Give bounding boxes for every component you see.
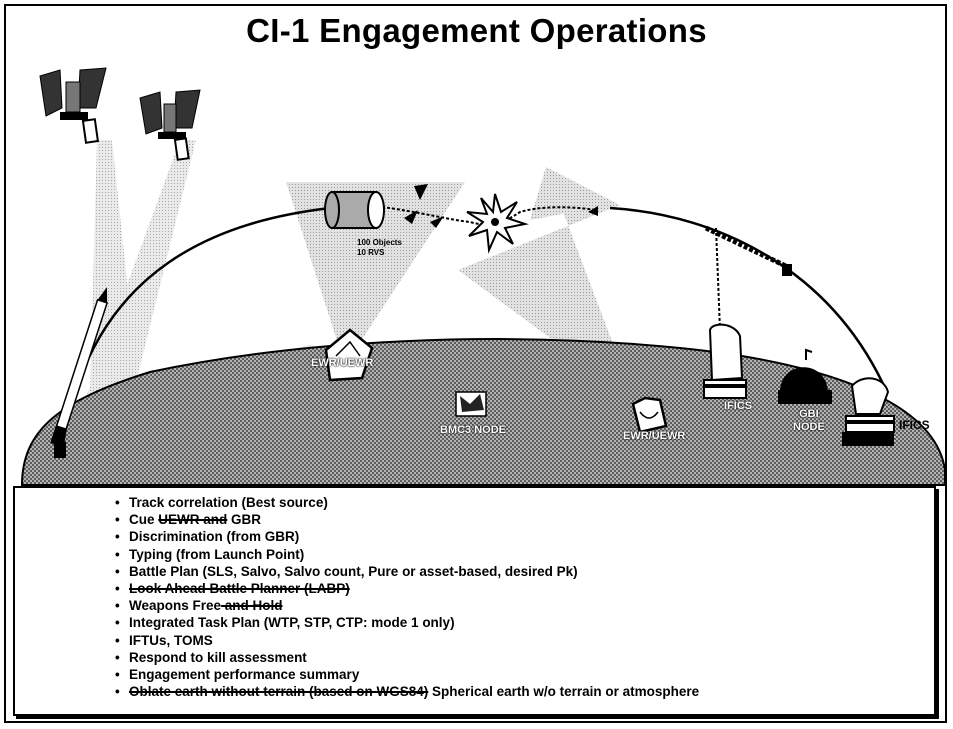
capability-text-prefix: Integrated Task Plan (WTP, STP, CTP: mod… (129, 615, 455, 631)
capability-item: • Weapons Free and Hold (115, 597, 699, 614)
ewr-left-label: EWR/UEWR (311, 357, 374, 369)
capability-item: • Discrimination (from GBR) (115, 528, 699, 545)
gbi-label-line1: GBI (799, 408, 819, 420)
capability-item: • Engagement performance summary (115, 666, 699, 683)
bmc3-node-icon (455, 391, 487, 417)
capability-text-prefix: Weapons Free (129, 598, 222, 614)
satellite-beam-right (65, 140, 196, 455)
capability-text-prefix: Track correlation (Best source) (129, 495, 328, 510)
capability-text-prefix: Respond to kill assessment (129, 649, 307, 665)
bullet-icon: • (115, 666, 120, 682)
threat-cloud-icon (324, 191, 385, 229)
bullet-icon: • (115, 546, 120, 562)
capability-item: • Battle Plan (SLS, Salvo, Salvo count, P… (115, 563, 699, 580)
bullet-icon: • (115, 563, 120, 579)
bullet-icon: • (115, 684, 120, 700)
interceptor-missile-icon (50, 287, 109, 447)
capabilities-list: • Track correlation (Best source) • Cue UEW… (115, 494, 699, 700)
capability-text-struck: and Hold (221, 598, 283, 614)
bmc3-node-label: BMC3 NODE (440, 424, 507, 436)
slide-frame (4, 4, 947, 723)
ewr-radar-right-icon (631, 396, 668, 434)
capability-text-struck: Look Ahead Battle Planner (LABP) (129, 580, 350, 596)
capabilities-box: • Track correlation (Best source) • Cue UEW… (13, 486, 936, 716)
ifics-label: IFICS (899, 418, 930, 432)
launcher-pad-icon (54, 442, 66, 458)
ifics-dish-icon (842, 377, 895, 446)
ifics-top-label: IFICS (724, 400, 753, 412)
bullet-icon: • (115, 649, 120, 665)
bullet-icon: • (115, 495, 120, 510)
capability-text-prefix: Battle Plan (SLS, Salvo, Salvo count, Pu… (129, 563, 578, 579)
intercept-track (381, 206, 596, 226)
ground-radar-dome-icon (778, 348, 832, 404)
capability-item: • Cue UEWR and GBR (115, 511, 699, 528)
reentry-vehicle-icons (404, 184, 598, 228)
capability-text-struck: Oblate earth without terrain (based on W… (129, 684, 429, 700)
bullet-icon: • (115, 529, 120, 545)
capability-item: • Respond to kill assessment (115, 649, 699, 666)
satellite-icon (39, 67, 107, 144)
capability-text-prefix: Engagement performance summary (129, 666, 360, 682)
objects-count-label: 100 Objects (357, 238, 402, 247)
rv-count-label: 10 RVS (357, 248, 385, 257)
objects-label: 100 Objects 10 RVS (357, 238, 402, 258)
capability-text-struck: UEWR and (158, 512, 228, 528)
bullet-icon: • (115, 598, 120, 614)
slide-title: CI-1 Engagement Operations (246, 12, 707, 49)
ewr-radar-left-icon (324, 328, 374, 382)
capability-text-prefix: Cue (129, 512, 159, 528)
intercept-burst-icon (466, 193, 529, 254)
capability-item: • Oblate earth without terrain (based on … (115, 683, 699, 700)
capability-text-prefix: IFTUs, TOMS (129, 632, 213, 648)
capability-text-suffix: Spherical earth w/o terrain or atmospher… (428, 684, 700, 700)
capability-text-prefix: Typing (from Launch Point) (129, 546, 305, 562)
ewr-right-label: EWR/UEWR (623, 430, 686, 442)
bullet-icon: • (115, 615, 120, 631)
capability-item: • Look Ahead Battle Planner (LABP) (115, 580, 699, 597)
capability-item: • Typing (from Launch Point) (115, 546, 699, 563)
bullet-icon: • (115, 632, 120, 648)
bullet-icon: • (115, 512, 120, 528)
satellite-icon (139, 89, 201, 161)
gbi-node-label: GBI NODE (793, 408, 825, 434)
bullet-icon: • (115, 580, 120, 596)
capability-item: • Integrated Task Plan (WTP, STP, CTP: mo… (115, 614, 699, 631)
capability-item: • IFTUs, TOMS (115, 632, 699, 649)
capability-text-prefix: Discrimination (from GBR) (129, 529, 300, 545)
gbi-label-line2: NODE (793, 421, 825, 433)
capability-item: • Track correlation (Best source) (115, 494, 699, 511)
gbi-tower-icon (703, 225, 792, 399)
capability-text-suffix: GBR (227, 512, 262, 528)
